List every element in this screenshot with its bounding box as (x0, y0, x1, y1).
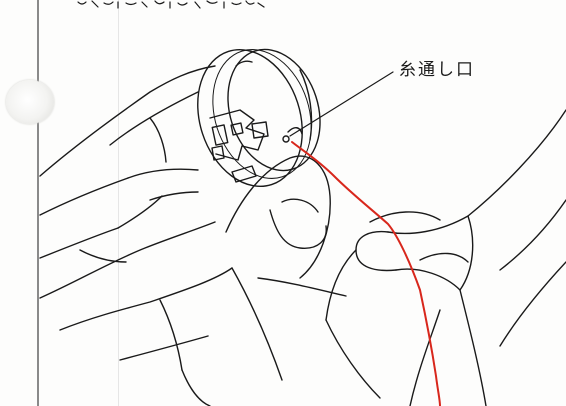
punch-hole (6, 80, 54, 124)
cut-off-heading-remnant (77, 0, 265, 9)
callout-leader-line (289, 71, 394, 137)
left-hand-drawing (39, 65, 233, 406)
bobbin-case-drawing (197, 48, 321, 188)
red-thread (291, 141, 441, 406)
faint-margin-line (118, 0, 119, 406)
binding-margin-line (37, 0, 39, 406)
right-hand-drawing (225, 109, 566, 406)
thread-slot-label: 糸通し口 (399, 60, 475, 80)
